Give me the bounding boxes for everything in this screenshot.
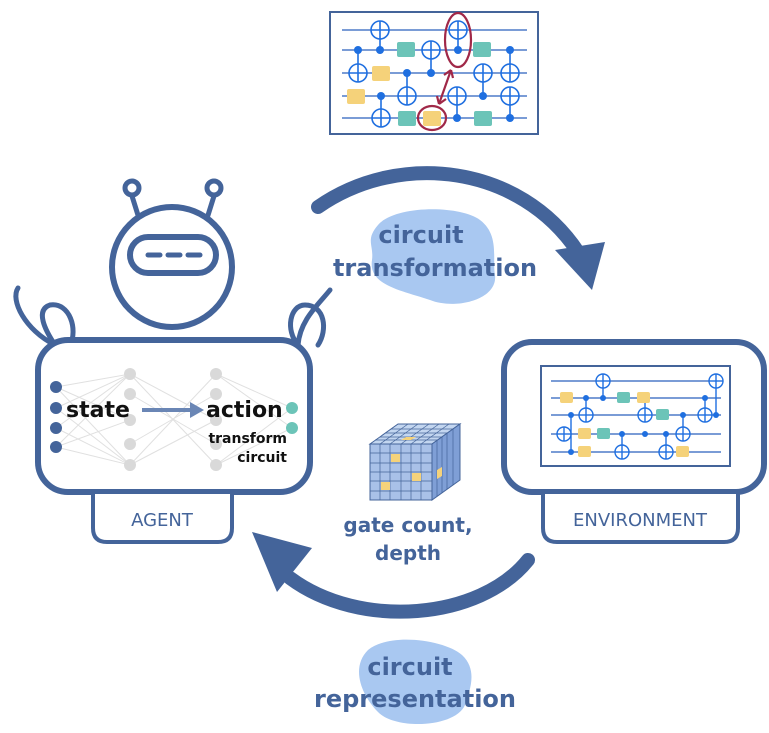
transformation-arrowhead [555, 242, 605, 290]
output-nodes [286, 402, 298, 434]
bottom-blob [359, 639, 472, 725]
agent-label-box [91, 494, 234, 544]
top-arrow-label-line2: transformation [333, 254, 537, 282]
action-label: action [206, 398, 283, 423]
representation-caption-line1: gate count, [343, 513, 472, 537]
state-action-arrowhead [190, 402, 204, 418]
top-blob [370, 209, 496, 304]
representation-arrowhead [252, 532, 312, 592]
top-arrow: circuit transformation [311, 166, 605, 304]
transformation-arrow [311, 166, 585, 259]
tensor-cube-icon [368, 423, 462, 501]
state-label: state [66, 398, 130, 423]
environment-label: ENVIRONMENT [573, 510, 708, 531]
environment-label-box [541, 494, 740, 544]
top-circuit-gates [347, 20, 520, 128]
action-sublabel-line2: circuit [237, 450, 287, 466]
neural-network-icon [50, 368, 298, 471]
top-circuit-example [329, 11, 539, 135]
bottom-arrow-label-line2: representation [314, 685, 516, 713]
bottom-arrow: circuit representation [252, 532, 535, 725]
agent-label: AGENT [131, 510, 194, 531]
representation-arrow [283, 553, 535, 619]
robot-head-icon [109, 204, 235, 330]
bottom-arrow-label-line1: circuit [367, 653, 452, 681]
transformation-highlight [416, 11, 473, 132]
representation-caption-line2: depth [375, 541, 441, 565]
robot-arms [13, 285, 333, 348]
quantum-circuit-icon [540, 365, 731, 467]
environment: ENVIRONMENT [501, 339, 767, 544]
action-sublabel-line1: transform [208, 431, 287, 447]
top-arrow-label-line1: circuit [378, 221, 463, 249]
input-nodes [50, 381, 62, 453]
agent: state action transform circuit AGENT [13, 178, 333, 544]
